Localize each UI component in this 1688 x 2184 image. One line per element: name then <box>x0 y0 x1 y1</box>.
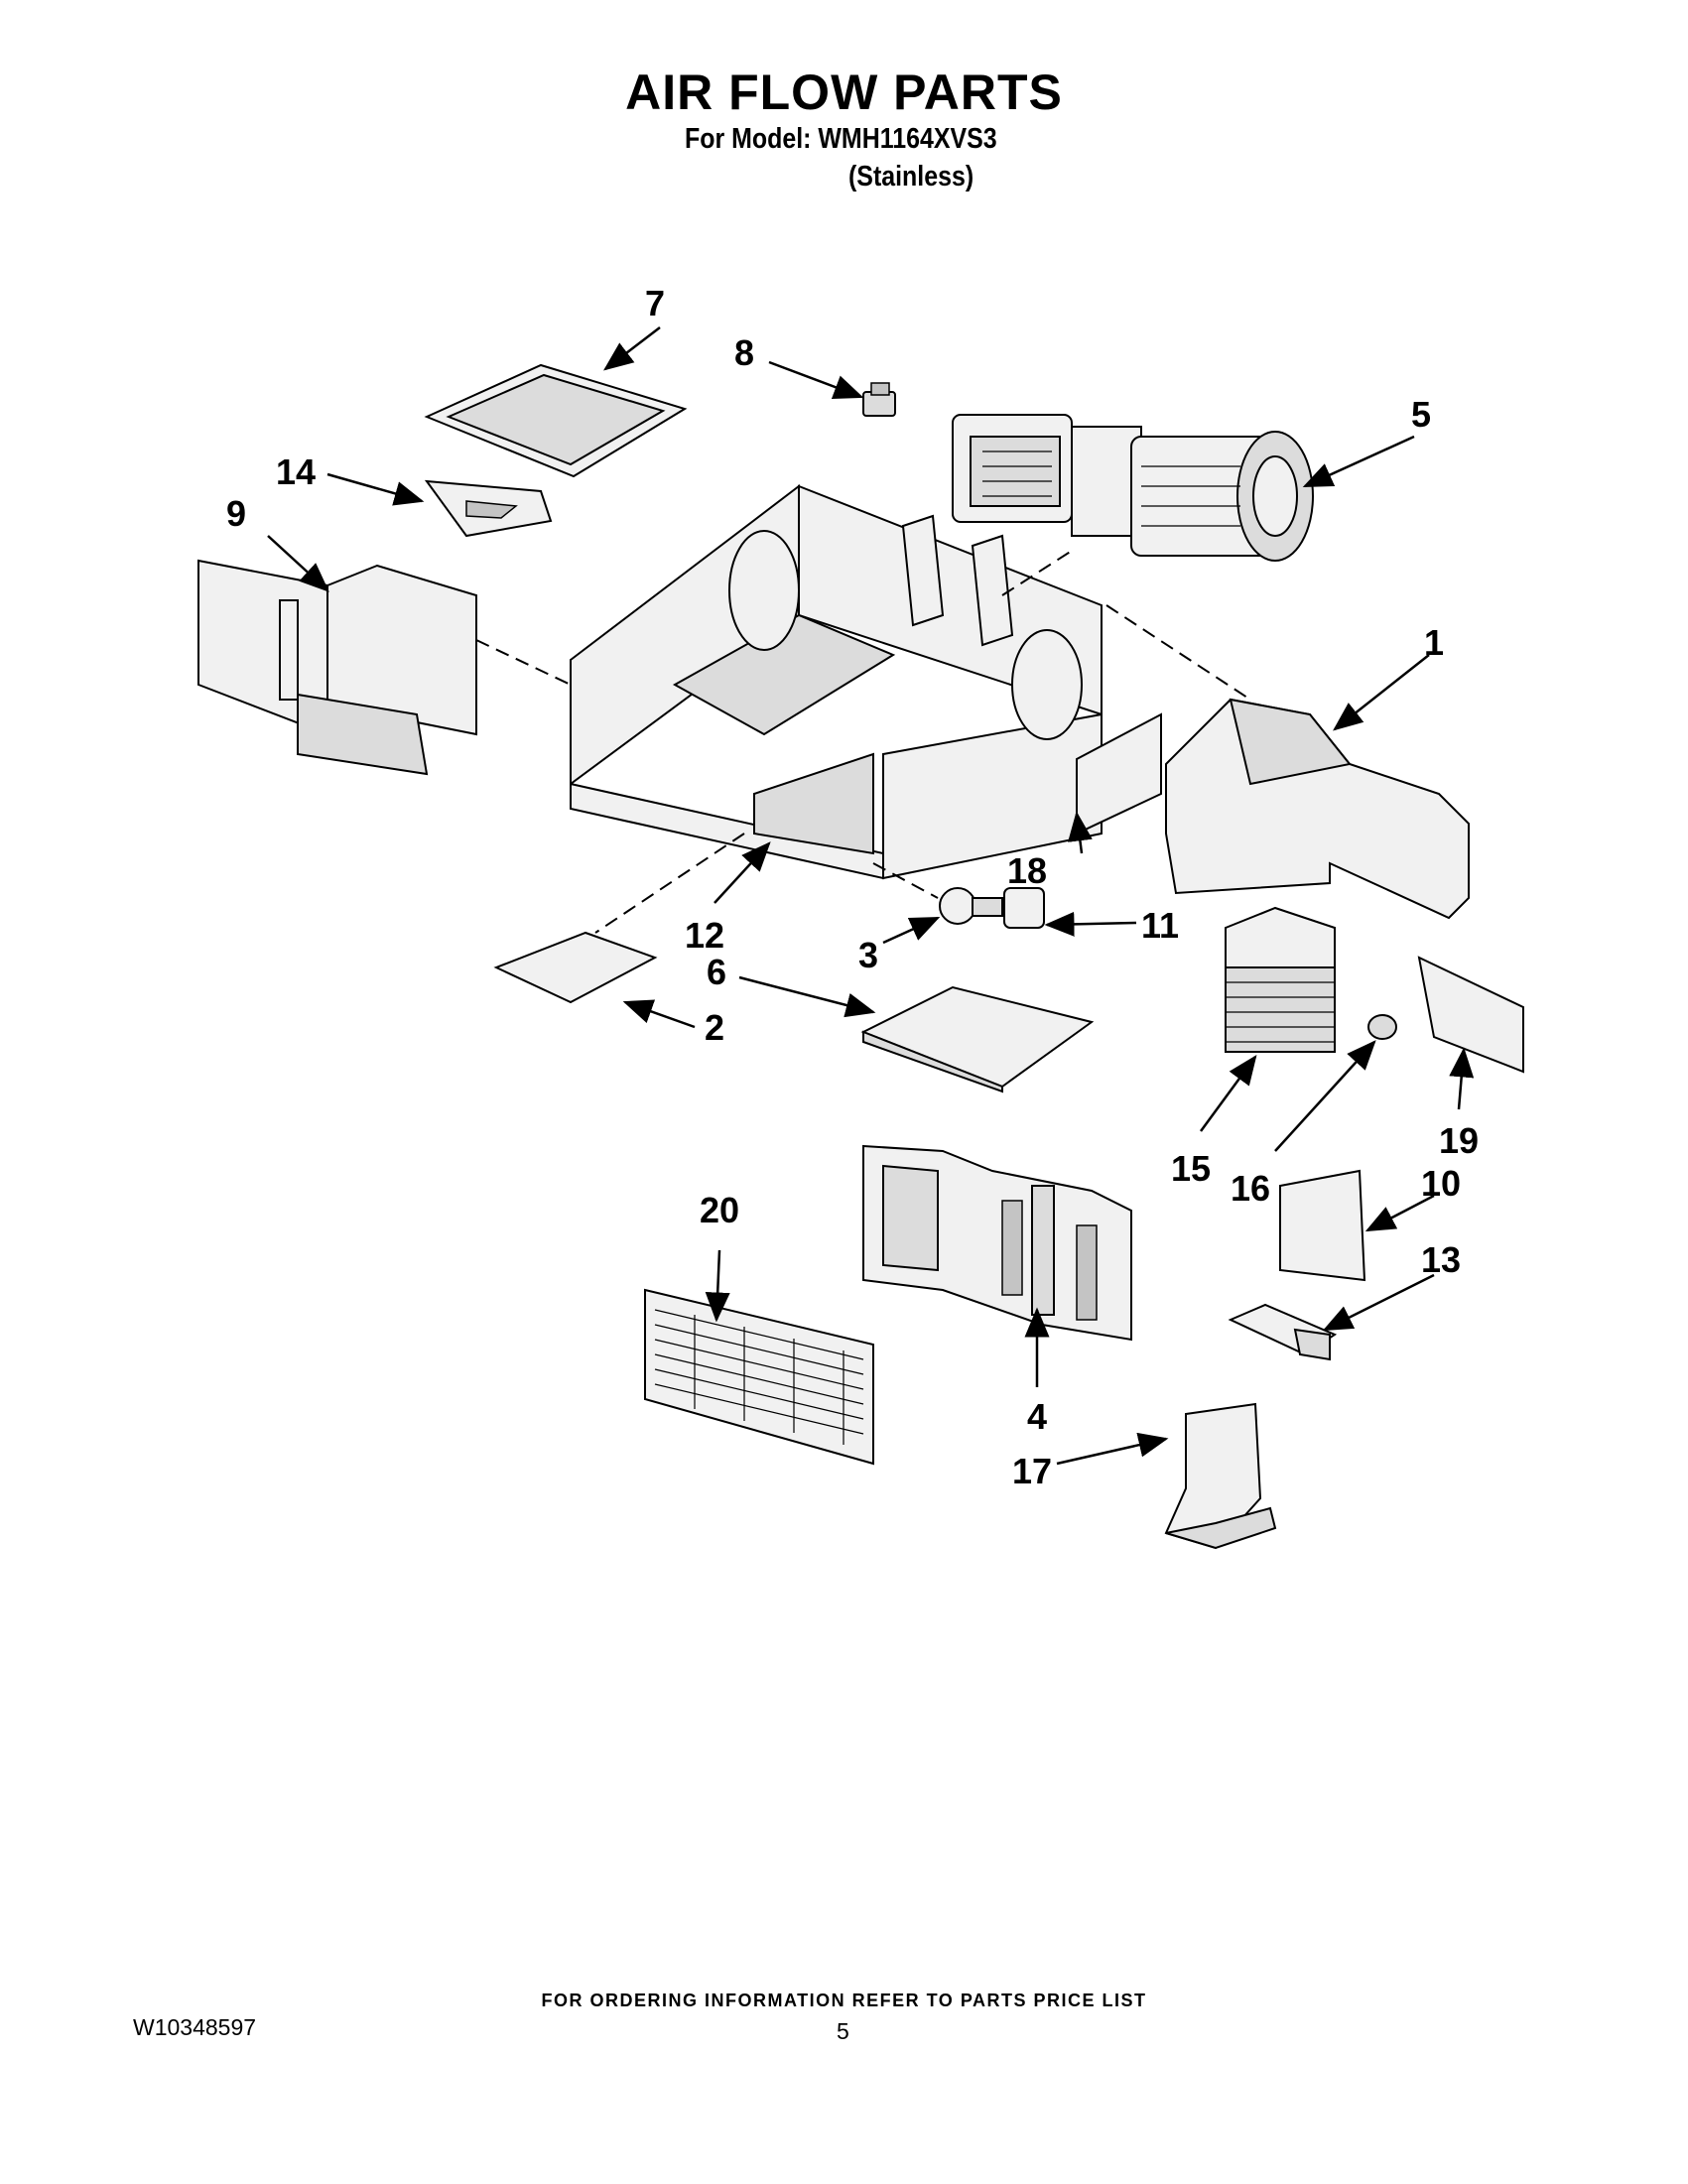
callout-labels: 7 8 5 14 9 1 18 12 11 3 6 2 15 16 19 10 … <box>226 283 1479 1491</box>
callout-9: 9 <box>226 493 246 534</box>
callout-19: 19 <box>1439 1120 1479 1161</box>
callout-18: 18 <box>1007 850 1047 891</box>
callout-20: 20 <box>700 1190 739 1230</box>
part-15-transformer <box>1225 906 1336 1053</box>
main-base-housing <box>570 483 1103 880</box>
part-11-lamp-socket <box>1003 887 1045 929</box>
callout-5: 5 <box>1411 394 1431 435</box>
callout-2: 2 <box>705 1007 724 1048</box>
callout-16: 16 <box>1231 1168 1270 1209</box>
page-number: 5 <box>837 2018 849 2044</box>
callout-10: 10 <box>1421 1163 1461 1204</box>
part-5-blower-motor <box>952 414 1314 562</box>
callout-6: 6 <box>707 952 726 992</box>
part-9-duct <box>197 559 477 776</box>
part-17-shield <box>1164 1402 1277 1550</box>
callout-15: 15 <box>1171 1148 1211 1189</box>
finish-label: (Stainless) <box>848 161 974 193</box>
part-2-cover <box>493 931 658 1004</box>
part-19-bracket <box>1417 956 1524 1074</box>
part-10-card <box>1279 1169 1366 1282</box>
callout-12: 12 <box>685 915 724 956</box>
part-8-clip <box>862 382 896 417</box>
callout-7: 7 <box>645 283 665 323</box>
callout-17: 17 <box>1012 1451 1052 1491</box>
part-4-panel <box>862 1144 1132 1342</box>
callout-4: 4 <box>1027 1396 1047 1437</box>
callout-11: 11 <box>1141 905 1179 946</box>
part-20-grille <box>644 1288 874 1466</box>
leader-arrows <box>267 326 1475 1466</box>
part-3-lamp-bulb <box>939 887 1003 925</box>
document-number: W10348597 <box>133 2014 257 2040</box>
part-18-panel <box>1076 712 1162 835</box>
callout-3: 3 <box>858 935 878 975</box>
alignment-lines <box>475 550 1251 934</box>
callout-13: 13 <box>1421 1239 1461 1280</box>
part-1-air-duct <box>1165 698 1470 920</box>
model-line: For Model: WMH1164XVS3 <box>685 123 997 155</box>
ordering-note: FOR ORDERING INFORMATION REFER TO PARTS … <box>541 1991 1147 2010</box>
part-16-thermostat <box>1367 1014 1397 1040</box>
part-13-bracket <box>1228 1303 1338 1361</box>
callout-14: 14 <box>276 451 316 492</box>
page-title: AIR FLOW PARTS <box>625 64 1063 120</box>
part-6-plate <box>860 985 1095 1093</box>
callout-1: 1 <box>1424 622 1444 663</box>
callout-8: 8 <box>734 332 754 373</box>
part-14-plate <box>424 479 553 538</box>
part-7-filter <box>424 363 688 478</box>
